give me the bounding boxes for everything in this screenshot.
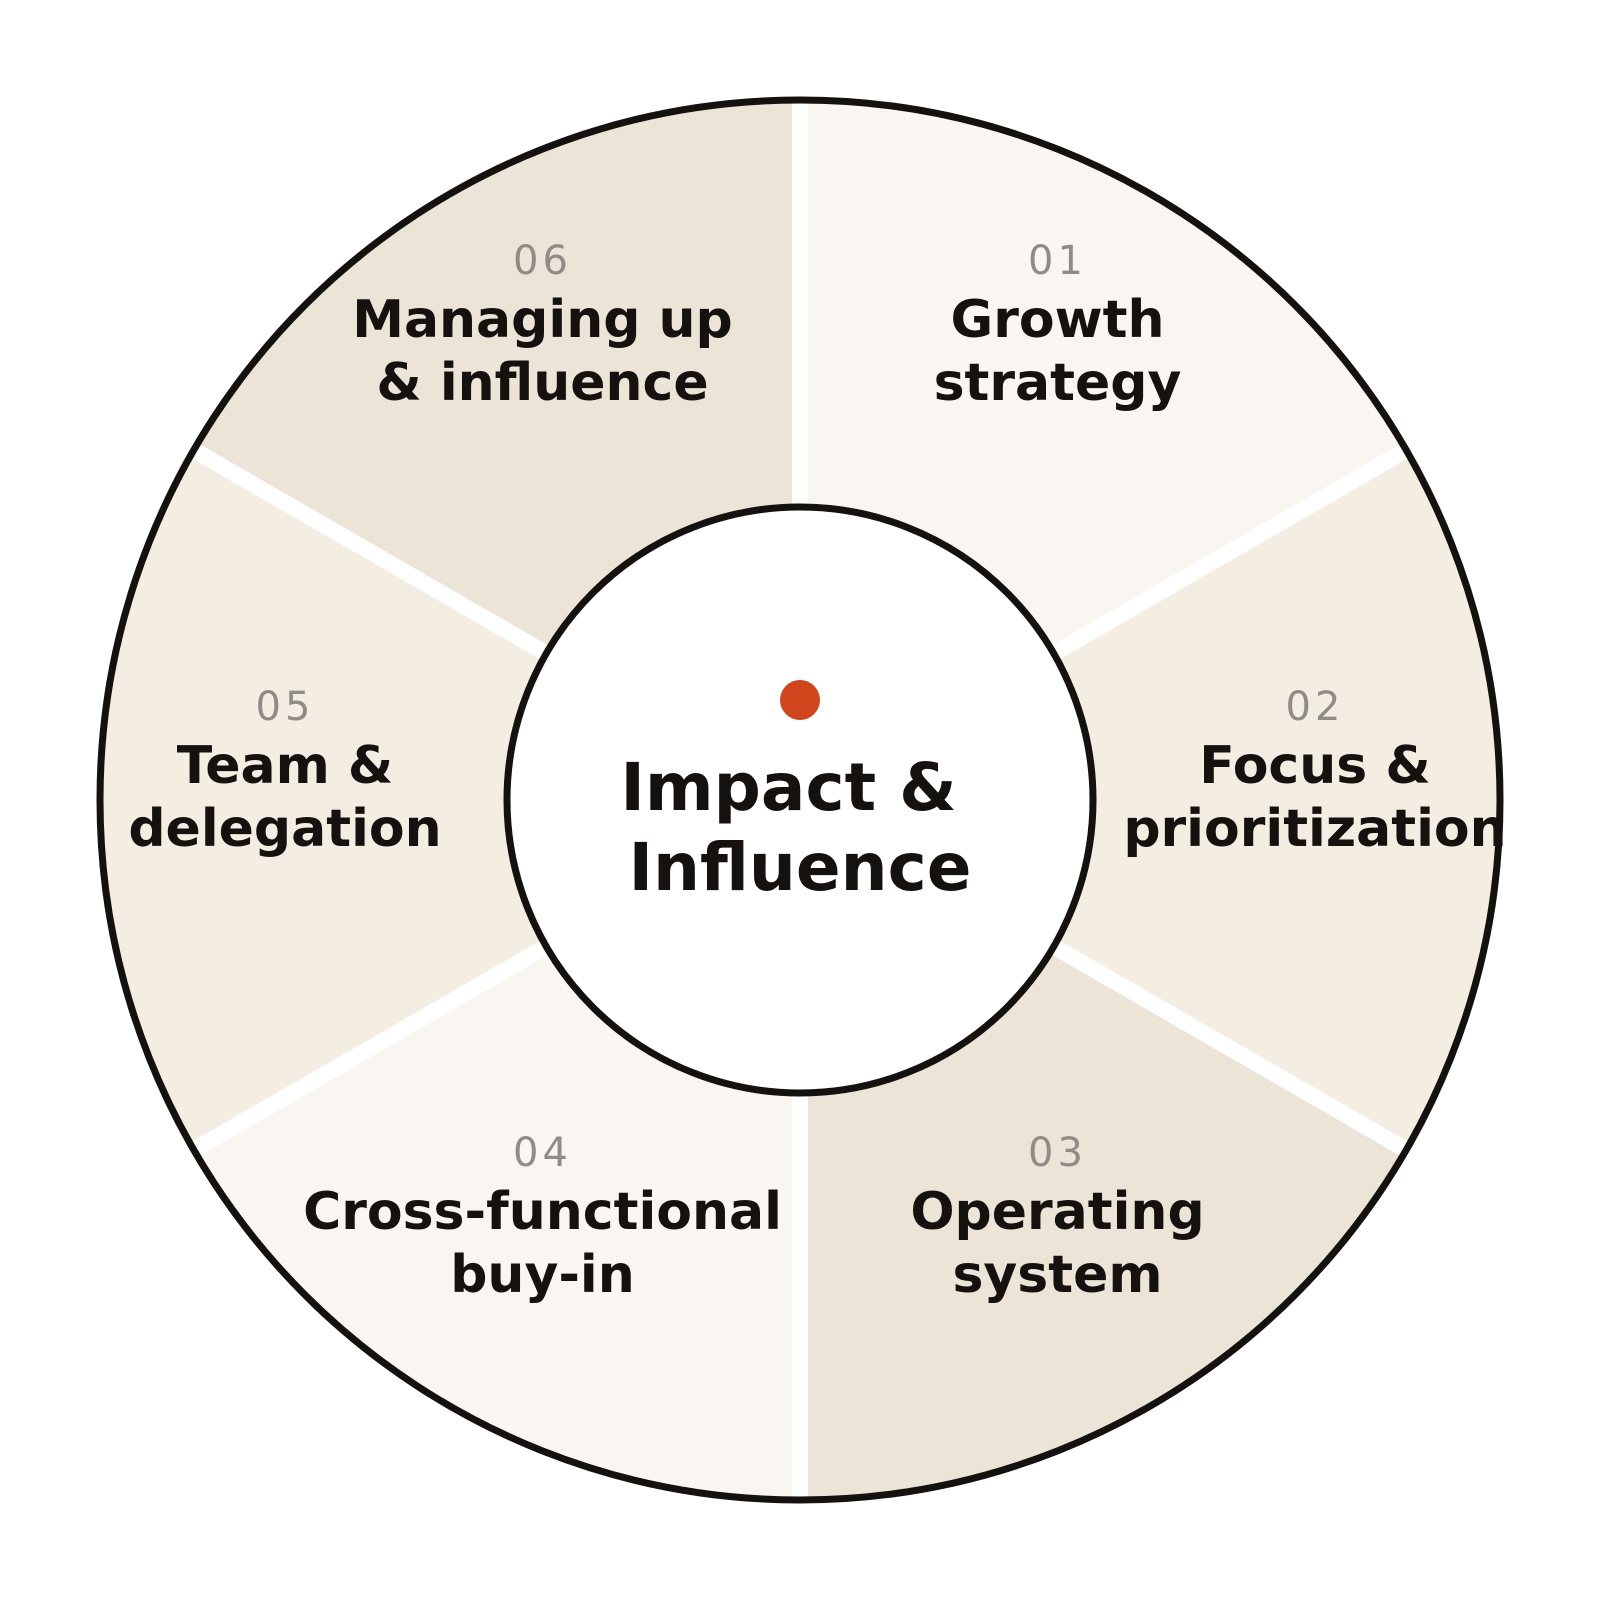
segment-title: Managing up& influence xyxy=(352,290,733,413)
segment-number: 03 xyxy=(1028,1130,1087,1176)
segment-number: 04 xyxy=(513,1130,572,1176)
segment-04 xyxy=(196,945,800,1497)
segments-layer xyxy=(102,103,1497,1497)
segment-01 xyxy=(800,103,1404,655)
segment-title-line: strategy xyxy=(934,353,1182,413)
center-title: Impact & Influence xyxy=(620,749,979,906)
segment-number: 02 xyxy=(1286,684,1345,730)
segment-02 xyxy=(1051,451,1497,1149)
segment-title-line: Team & xyxy=(177,736,394,796)
segment-number: 05 xyxy=(256,684,315,730)
segment-separator xyxy=(1038,442,1412,667)
segment-title-line: prioritization xyxy=(1123,799,1506,859)
segment-title-line: buy-in xyxy=(450,1245,635,1305)
segment-05 xyxy=(102,451,549,1149)
segment-separator xyxy=(188,442,562,667)
segment-number: 06 xyxy=(513,238,572,284)
segment-title-line: Focus & xyxy=(1199,736,1430,796)
segment-title-line: system xyxy=(952,1245,1162,1305)
segment-title-line: Operating xyxy=(910,1182,1204,1242)
segment-separator xyxy=(188,933,562,1158)
segment-number: 01 xyxy=(1028,238,1087,284)
segment-separator xyxy=(1038,933,1412,1158)
center-title-line-1: Impact & xyxy=(620,749,956,826)
center-title-line-2: Influence xyxy=(628,829,971,906)
segment-03 xyxy=(800,945,1404,1497)
segment-title-line: Managing up xyxy=(352,290,733,350)
segment-title-line: & influence xyxy=(376,353,708,413)
segment-title-line: Growth xyxy=(951,290,1165,350)
separators-layer xyxy=(188,98,1412,1502)
segment-title-line: delegation xyxy=(128,799,441,859)
center-dot xyxy=(780,680,820,720)
segment-title: Team &delegation xyxy=(128,736,441,859)
segment-06 xyxy=(196,103,800,655)
segment-title: Focus &prioritization xyxy=(1123,736,1506,859)
outer-ring xyxy=(96,96,1504,1504)
segment-title-line: Cross-functional xyxy=(303,1182,782,1242)
center-circle xyxy=(503,503,1097,1097)
